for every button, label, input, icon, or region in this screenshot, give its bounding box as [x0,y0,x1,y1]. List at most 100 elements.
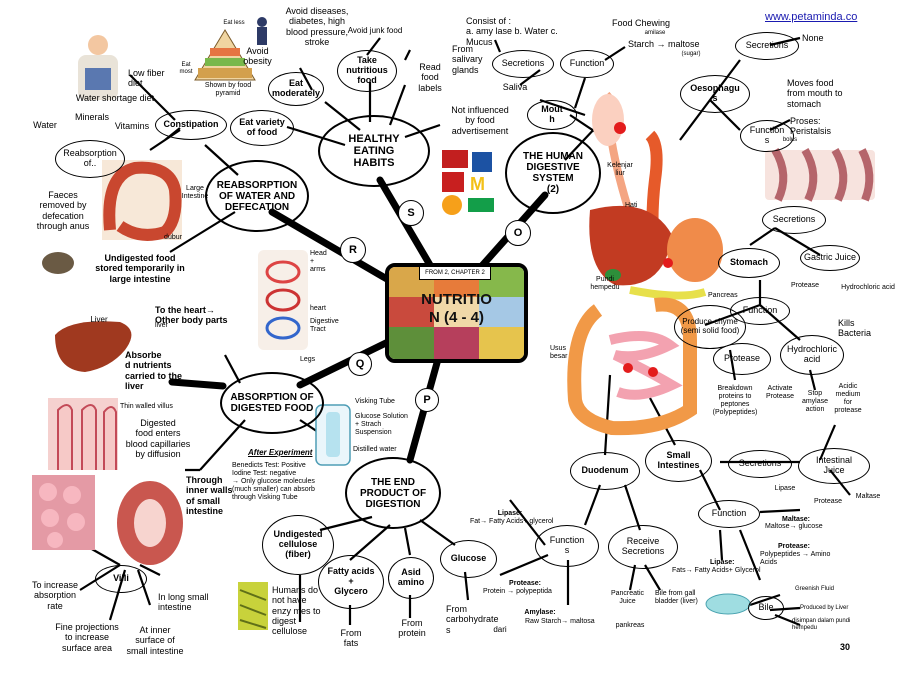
text-hcl-gastric: Hydrochloric acid [841,284,895,291]
node-gastric-juice: Gastric Juice [800,245,860,271]
text-amylase-label: amilase [644,30,666,36]
connector-absorption [296,336,396,389]
text-usus: Usus besar [550,345,568,361]
node-bile: Bile [748,596,784,620]
text-kills: Kills Bacteria [838,318,872,339]
text-acidic: Acidic medium for protease [834,383,862,415]
large-intestine-illustration [102,160,182,241]
node-si-secretions: Secretions [728,450,792,478]
text-from-protein: From protein [398,618,426,639]
node-si-function: Function [698,500,760,528]
text-n2-sub: Avoid diseases, diabetes, high blood pre… [285,6,349,48]
text-saliva: Saliva [502,82,528,92]
text-faeces: Faeces removed by defecation through anu… [36,190,90,232]
node-mouth-function: Function [560,50,614,78]
center-title-box: FROM 2, CHAPTER 2 NUTRITIO N (4 - 4) [385,263,528,363]
node-eat-variety: Eat variety of food [230,110,294,146]
node-nutritious: Take nutritious food [337,50,397,92]
text-visking: Visking Tube [355,398,395,405]
text-activate: Activate Protease [765,385,795,401]
text-to-heart: To the heart→ Other body parts [155,305,228,326]
connector-absorb-3 [168,378,227,390]
text-heart: heart [310,305,326,312]
node-villi: Villi [95,565,147,593]
text-legs: Legs [300,356,316,363]
branch-letter-s: S [398,200,424,226]
toilet-person-icon [78,35,118,100]
peristalsis-illustration [765,147,875,202]
website-link[interactable]: www.petaminda.co [765,11,858,23]
lines-healthy [286,82,441,147]
absorption-hub: ABSORPTION OF DIGESTED FOOD [220,372,324,434]
node-small-intestines: Small Intestines [645,440,712,482]
text-avoid-obesity: Avoid obesity [243,46,272,67]
node-glucose: Glucose [440,540,497,578]
text-peristalsis: Proses: Peristalsis [790,116,832,137]
node-oesophagus: Oesophagu s [680,75,750,113]
text-breakdown: Breakdown proteins to peptones (Polypept… [712,385,758,417]
text-liver: Liver [90,315,108,324]
text-humans: Humans do not have enzy mes to digest ce… [272,585,321,637]
text-lipase1: Lipase: [497,510,523,517]
node-st-secretions: Secretions [762,206,826,234]
text-sugar: (sugar) [681,51,701,57]
text-after: After Experiment [248,448,313,457]
text-si-maltase: Maltase [855,493,881,500]
text-not-influenced: Not influenced by food advertisement [451,105,509,136]
text-fine: Fine projections to increase surface are… [55,622,119,653]
text-digested-enters: Digested food enters blood capillaries b… [125,418,191,460]
text-benedict: Benedicts Test: Positive Iodine Test: ne… [232,462,315,502]
node-receive-secretions: Receive Secretions [608,525,678,569]
visking-tube-illustration [315,404,351,466]
text-hati: Hati [625,202,638,209]
page-number: 30 [839,642,850,652]
text-through: Through inner walls of small intestine [186,475,233,517]
text-panc-juice: Pancreatic Juice [610,590,645,606]
text-disimpan: disimpan dalam pundi hempedu [792,618,851,631]
text-none: None [802,33,824,43]
text-undigested-stored: Undigested food stored temporarily in la… [95,253,185,284]
branch-letter-q: Q [348,352,372,376]
fast-food-logos: M [442,150,494,215]
center-tag: FROM 2, CHAPTER 2 [419,267,491,280]
text-stop: Stop amylase action [801,390,829,414]
text-liver-caption: liver [155,322,168,329]
text-dubur: dubur [164,234,182,241]
text-glucose-sol: Glucose Solution + Strach Suspension [355,413,408,437]
text-bolus: bolus [782,137,798,143]
text-bile-from: Bile from gall bladder (liver) [655,590,698,606]
text-from-carb: From carbohydrate s [446,604,499,635]
text-lipase2-t: Fats→ Fatty Acids+ Glycerol [672,567,761,574]
text-moves-food: Moves food from mouth to stomach [787,78,843,109]
text-minerals: Minerals [74,112,109,122]
text-read-labels: Read food labels [418,62,442,93]
node-oes-secretions: Secretions [735,32,799,60]
text-digestive-tract: Digestive Tract [310,318,339,334]
text-large-intestine: Large Intestine [181,185,209,201]
text-water-shortage: Water shortage diet [75,93,155,103]
text-pankreas: pankreas [615,622,645,629]
text-absorbed: Absorbe d nutrients carried to the liver [125,350,183,392]
faeces-icon [42,252,74,274]
text-lipase1-t: Fat→ Fatty Acids+ glycerol [470,518,554,525]
node-eat-moderately: Eat moderately [268,72,324,106]
lines-endproduct-sub [298,571,470,625]
text-water: Water [33,120,57,130]
text-pancreas: Pancreas [708,292,738,299]
text-protease2-h: Protease: [778,543,810,550]
digestive-system-illustration [567,91,723,436]
villi-closeup-illustration [32,475,95,550]
text-increase: To increase absorption rate [31,580,79,611]
text-distilled: Distilled water [353,446,397,453]
text-eat-most: Eat most [179,62,193,75]
text-amylase1-t: Raw Starch→ maltosa [525,618,595,625]
node-hcl: Hydrochloric acid [780,335,844,375]
digestive-system-hub: THE HUMAN DIGESTIVE SYSTEM (2) [505,132,601,214]
node-constipation: Constipation [155,110,227,140]
node-chyme: Produce chyme (semi solid food) [674,305,746,349]
text-head-arms: Head + arms [310,250,327,274]
text-protease1-t: Protein → polypeptida [483,588,552,595]
node-duodenum: Duodenum [570,452,640,490]
text-in-long: In long small intestine [158,592,209,613]
node-fatty-acids: Fatty acids + Glycero [318,555,384,609]
